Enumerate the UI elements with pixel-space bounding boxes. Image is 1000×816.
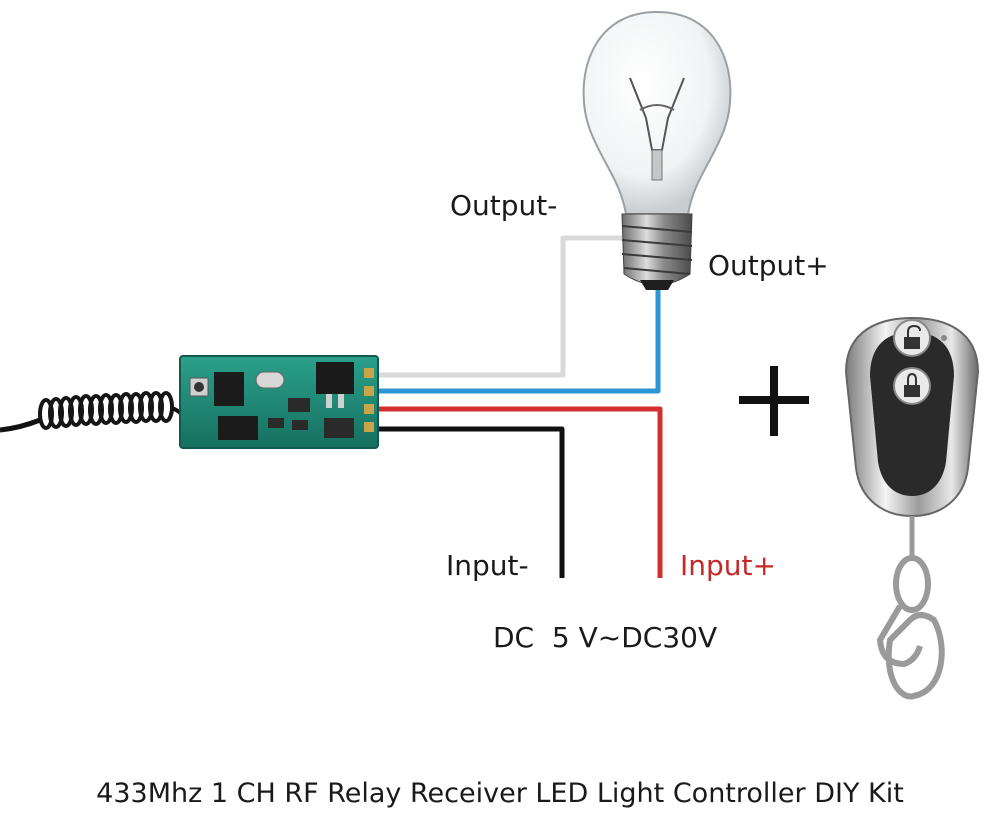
antenna-coil [0,391,188,433]
input-minus-label: Input- [446,549,529,582]
output-plus-label: Output+ [708,249,829,282]
plus-icon [739,366,809,436]
wires [378,235,663,578]
key-fob-remote-icon [844,316,980,700]
input-plus-label: Input+ [680,549,776,582]
wire-output-plus [378,286,661,394]
unlock-icon [904,324,921,349]
light-bulb-icon [582,10,732,290]
voltage-range-label: DC 5 V~DC30V [493,621,718,654]
mosfet [316,362,354,394]
wire-input-plus [378,406,663,578]
ic-chip [214,372,244,406]
ic-chip-2 [218,416,258,440]
product-caption: 433Mhz 1 CH RF Relay Receiver LED Light … [96,778,904,809]
key-ring [876,516,945,700]
output-minus-label: Output- [450,189,558,222]
crystal [255,371,285,389]
receiver-module [179,355,379,449]
wire-output-minus [378,235,630,378]
lock-icon [904,372,920,397]
wire-input-minus [378,426,565,578]
